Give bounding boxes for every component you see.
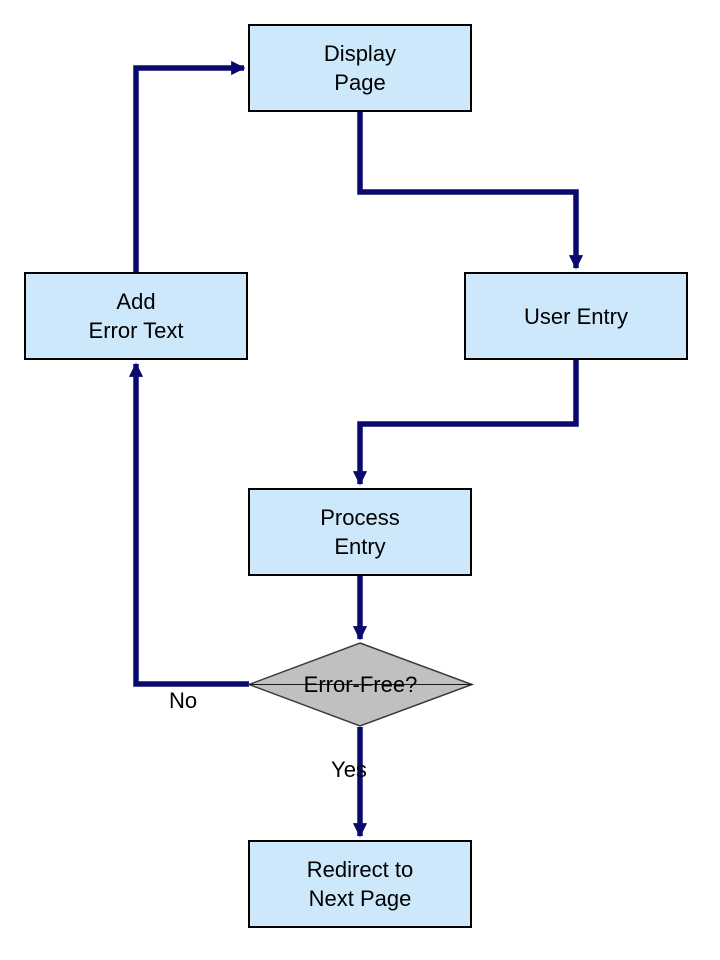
node-label-line: User Entry — [524, 303, 628, 329]
edge-adderror-to-display — [133, 60, 246, 272]
node-error-free-label: Error-Free? — [303, 672, 418, 697]
node-label-line: Add — [116, 289, 156, 314]
node-add-error-text: Add Error Text — [24, 272, 248, 360]
edge-label-yes: Yes — [331, 757, 367, 782]
node-user-entry: User Entry — [464, 272, 688, 360]
node-label-line: Page — [334, 70, 386, 95]
node-label-line: Redirect to — [306, 857, 414, 882]
node-display-page: Display Page — [248, 24, 472, 112]
node-label-line: Display — [323, 41, 397, 66]
node-label-line: Entry — [334, 534, 386, 559]
node-process-entry: Process Entry — [248, 488, 472, 576]
edge-user-to-process — [352, 360, 579, 486]
edge-decision-to-adderror — [128, 362, 249, 687]
node-label-line: Error Text — [88, 318, 184, 343]
node-label-line: Next Page — [308, 886, 412, 911]
node-redirect-next-page: Redirect to Next Page — [248, 840, 472, 928]
edge-label-no: No — [168, 688, 198, 713]
node-label-line: Process — [320, 505, 400, 530]
edge-display-to-user — [357, 112, 584, 270]
